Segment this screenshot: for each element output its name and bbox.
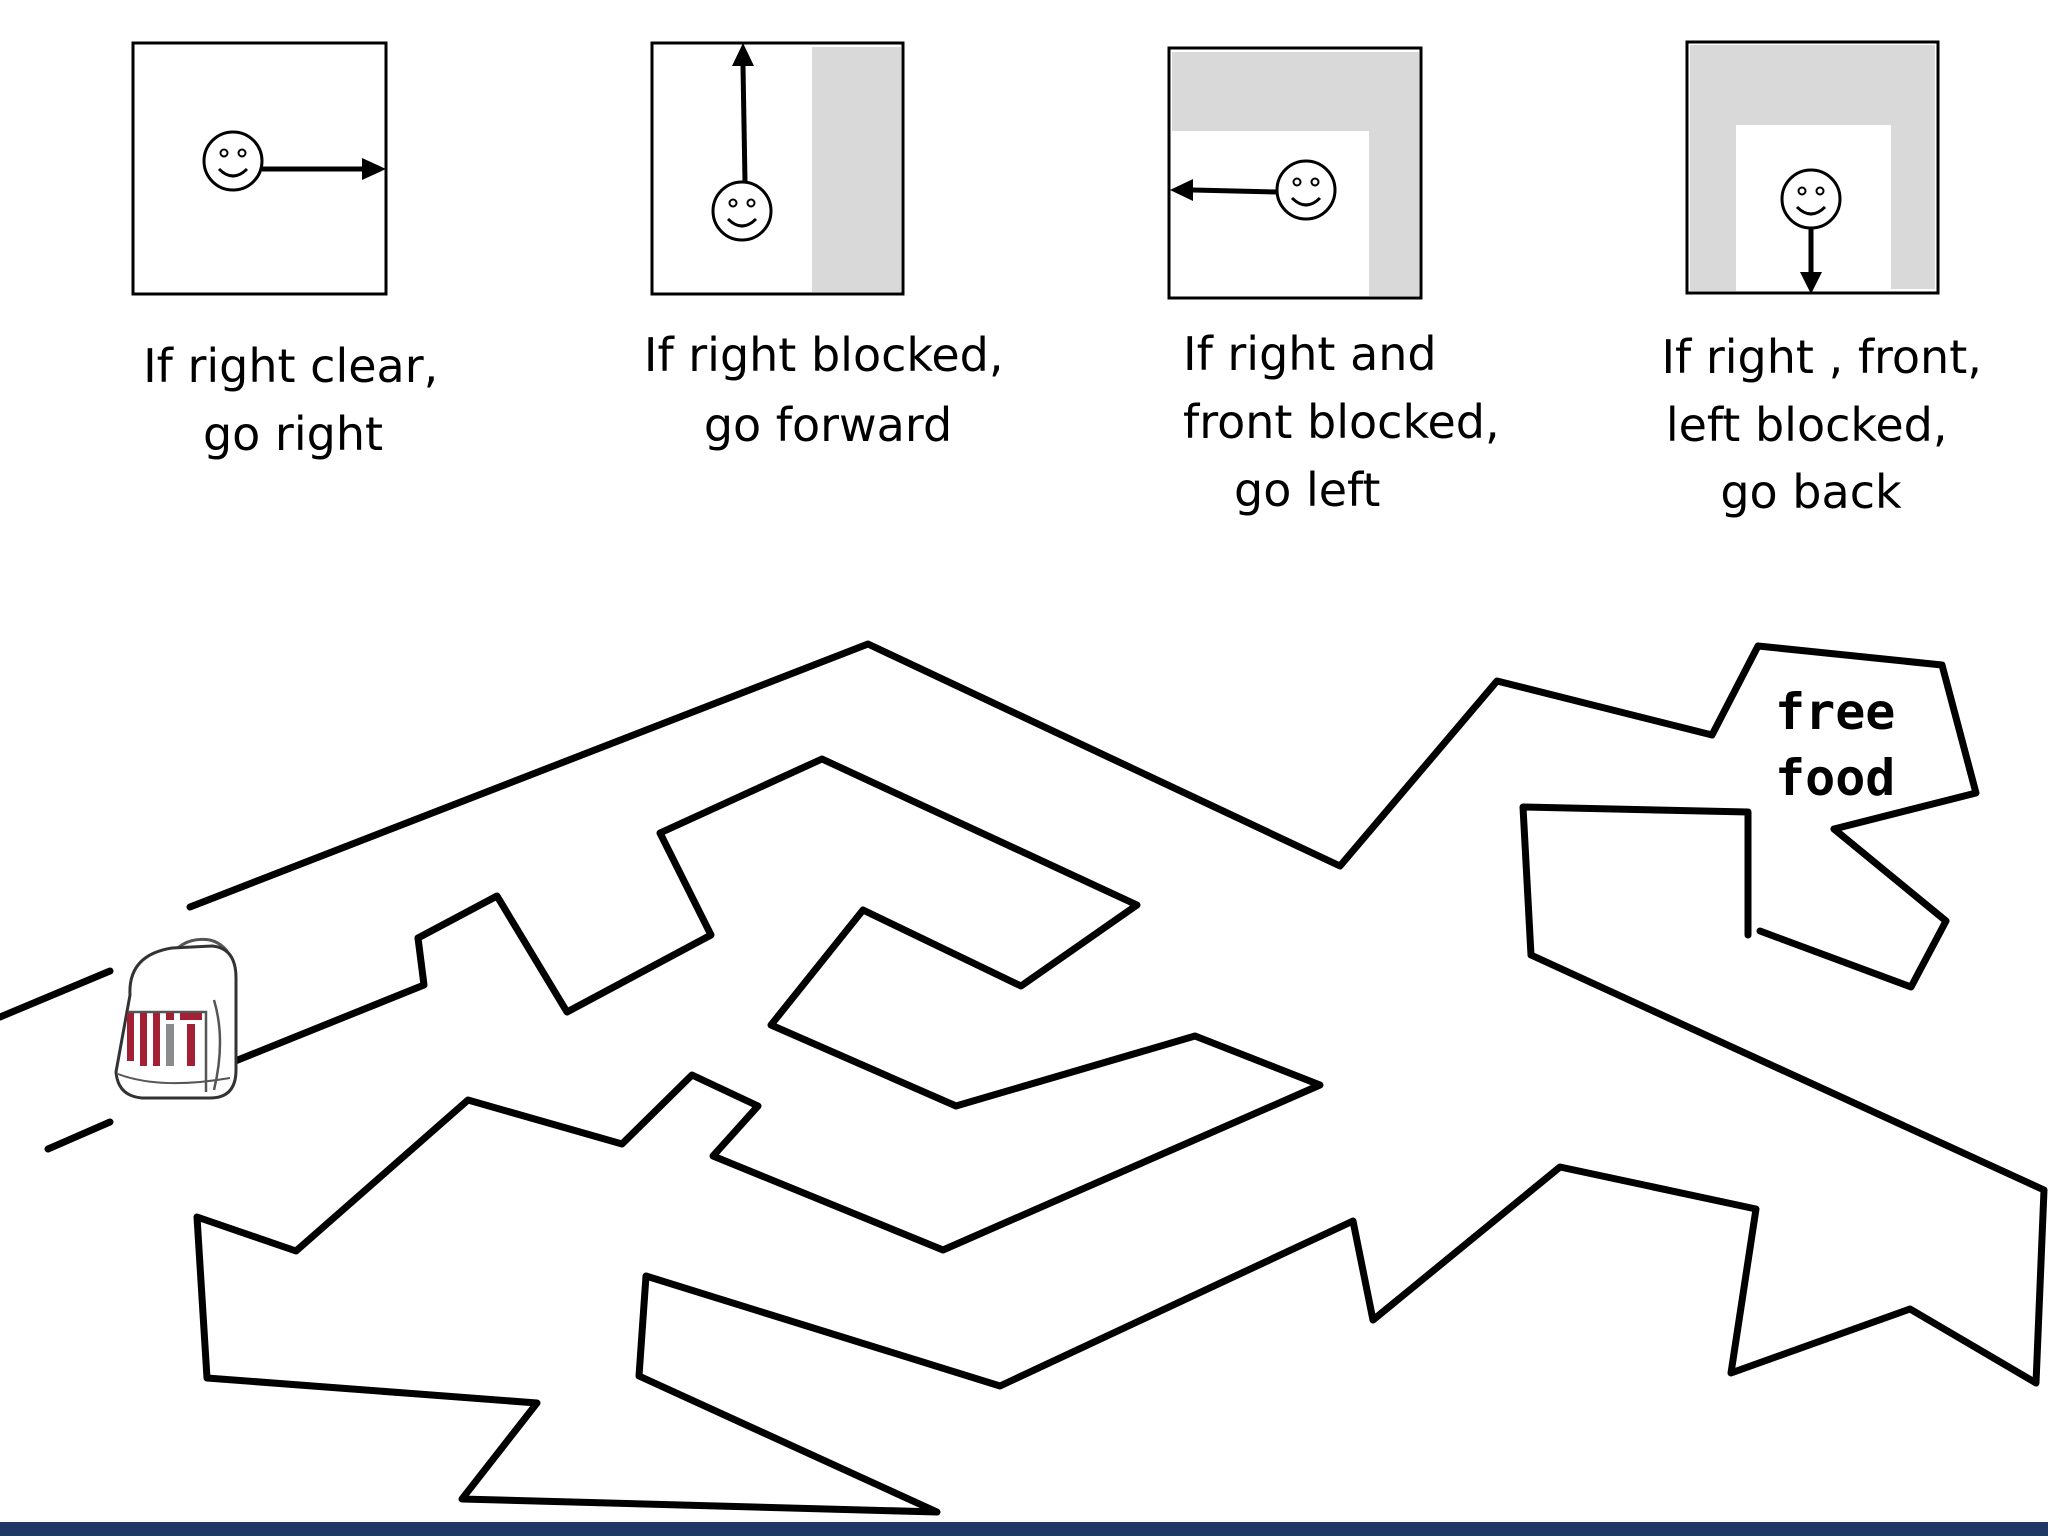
maze-wall	[0, 967, 114, 1021]
rule-caption: If right blocked, go forward	[644, 328, 1018, 452]
blocked-wall-right	[1891, 45, 1935, 289]
rule-panel-right-blocked: If right blocked, go forward	[644, 41, 1018, 452]
smiley-icon	[711, 180, 773, 242]
rule-panel-all-blocked: If right , front, left blocked, go back	[1661, 40, 1996, 519]
rule-caption-line: front blocked,	[1183, 395, 1500, 449]
rule-panel-right-front-blocked: If right and front blocked, go left	[1167, 46, 1514, 517]
arrow-up-icon	[732, 43, 754, 183]
maze-wall	[1756, 825, 1950, 991]
bottom-bar	[0, 1522, 2048, 1536]
maze-wall	[186, 640, 1980, 911]
blocked-wall-left	[1690, 45, 1736, 291]
smiley-icon	[202, 130, 264, 192]
rule-caption-line: If right , front,	[1661, 330, 1981, 384]
arrow-down-icon	[1800, 228, 1822, 294]
rule-caption: If right , front, left blocked, go back	[1661, 330, 1996, 519]
arrow-right-icon	[262, 158, 386, 180]
maze-wall	[44, 1118, 114, 1153]
mit-logo	[127, 1013, 202, 1066]
rule-panel-right-clear: If right clear, go right	[131, 41, 453, 461]
goal-label: free food	[1775, 683, 1926, 807]
blocked-wall-right	[812, 47, 901, 292]
goal-label-line: food	[1775, 749, 1895, 807]
blocked-wall-right	[1369, 52, 1419, 296]
rule-caption-line: go back	[1720, 465, 1902, 519]
smiley-icon	[1780, 168, 1842, 230]
rule-caption: If right and front blocked, go left	[1183, 327, 1514, 517]
rule-caption-line: go left	[1234, 463, 1380, 517]
rule-caption: If right clear, go right	[143, 339, 453, 461]
arrow-left-icon	[1170, 179, 1278, 201]
maze-walls	[0, 640, 2048, 1516]
rule-caption-line: If right blocked,	[644, 328, 1004, 382]
smiley-icon	[1275, 159, 1337, 221]
rule-caption-line: go forward	[704, 398, 952, 452]
maze-wall	[193, 755, 2048, 1516]
goal-label-line: free	[1775, 683, 1895, 741]
rule-caption-line: If right and	[1183, 327, 1437, 381]
rule-caption-line: go right	[203, 407, 383, 461]
rule-caption-line: left blocked,	[1666, 398, 1948, 452]
rule-caption-line: If right clear,	[143, 339, 438, 393]
